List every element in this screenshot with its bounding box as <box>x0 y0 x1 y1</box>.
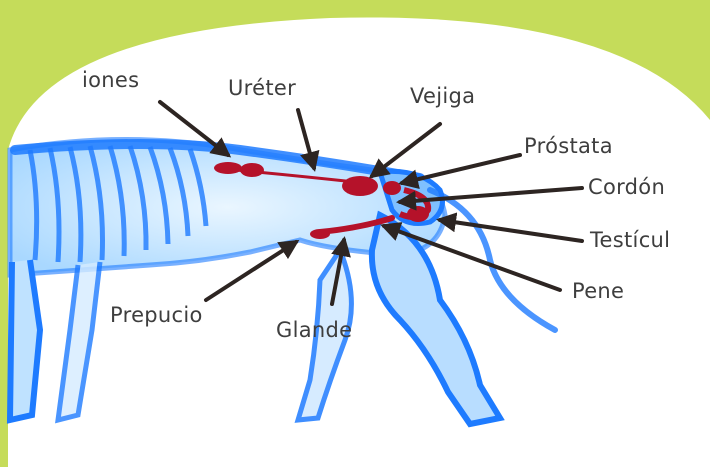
testicle-organ <box>407 206 429 222</box>
label-prepucio: Prepucio <box>110 303 203 327</box>
label-vejiga: Vejiga <box>410 84 475 108</box>
glans-organ <box>310 229 330 239</box>
kidney-organ <box>214 162 242 174</box>
label-cordon: Cordón <box>588 175 665 199</box>
label-pene: Pene <box>572 279 624 303</box>
label-ureter: Uréter <box>228 76 296 100</box>
bladder-organ <box>342 176 378 196</box>
label-rinones: iones <box>82 68 139 92</box>
label-testiculo: Testícul <box>590 228 670 252</box>
prostate-organ <box>383 181 401 195</box>
front-leg <box>10 260 40 420</box>
label-prostata: Próstata <box>524 134 613 158</box>
label-glande: Glande <box>276 318 352 342</box>
